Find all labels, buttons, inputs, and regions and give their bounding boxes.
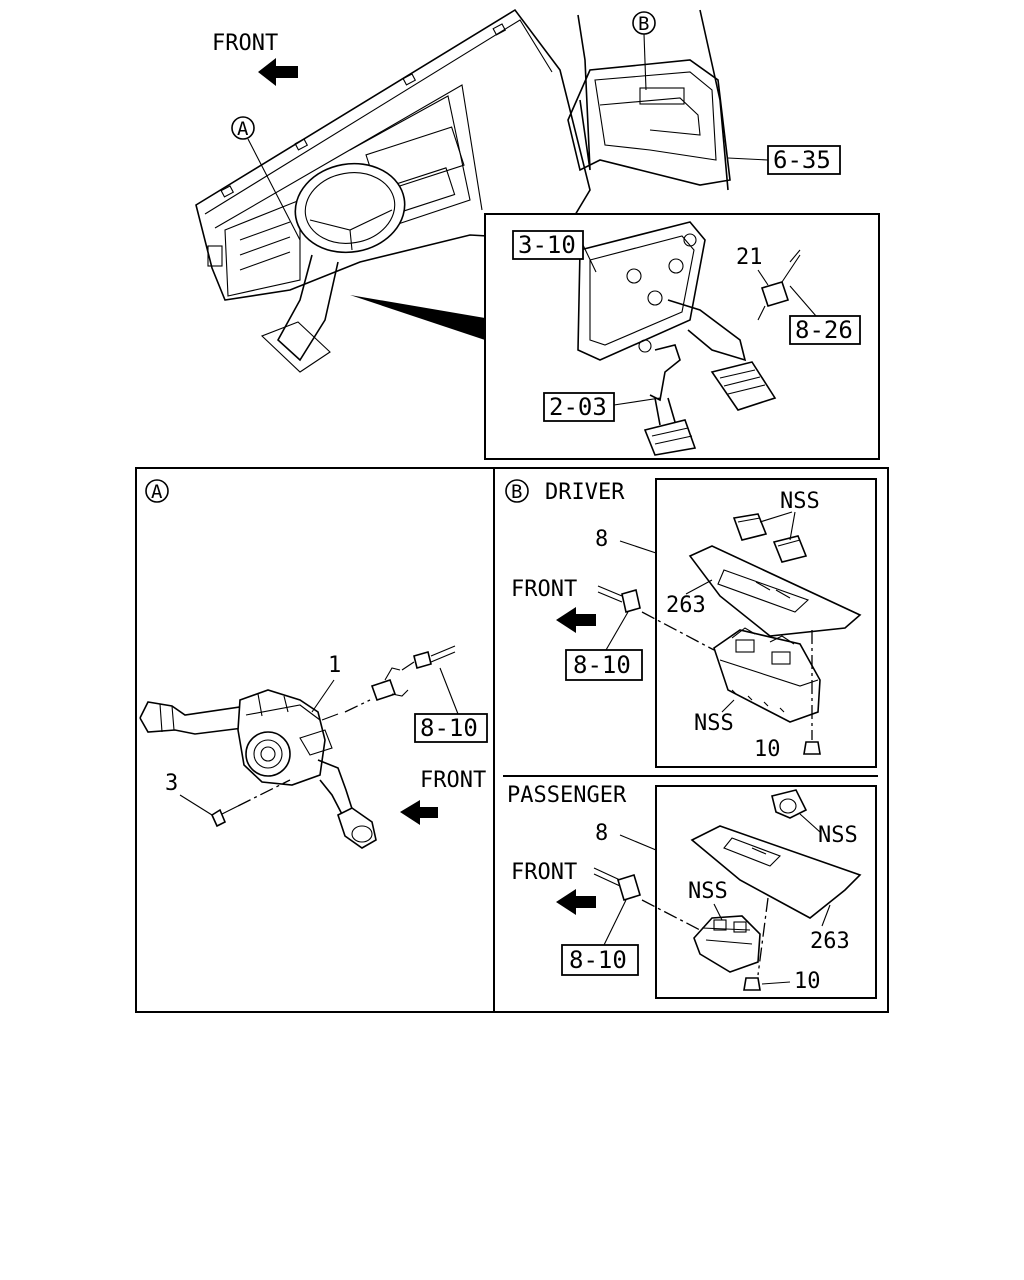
pedal-detail: 21 8-26 3-10 2-03 bbox=[484, 213, 880, 460]
panel-a-front-arrow-icon bbox=[400, 800, 438, 825]
ref-3-10: 3-10 bbox=[518, 231, 576, 259]
callout-b-label: B bbox=[638, 13, 649, 35]
ref-8-26: 8-26 bbox=[795, 316, 853, 344]
part-21-label: 21 bbox=[736, 245, 763, 270]
ref-box-2-03 bbox=[543, 392, 615, 422]
lower-frame bbox=[135, 467, 889, 1013]
passenger-part-263: 263 bbox=[810, 929, 850, 954]
ref-box-3-10 bbox=[512, 230, 584, 260]
callout-a-circle bbox=[231, 116, 255, 140]
dashboard-overview: FRONT A bbox=[195, 8, 841, 373]
driver-part-8: 8 bbox=[595, 527, 608, 552]
detail-pointer bbox=[350, 295, 485, 340]
driver-front-label: FRONT bbox=[511, 577, 577, 602]
driver-part-10: 10 bbox=[754, 737, 781, 762]
top-front-label: FRONT bbox=[212, 31, 278, 56]
panel-a-part-1: 1 bbox=[328, 653, 341, 678]
panel-a-front-label: FRONT bbox=[420, 768, 486, 793]
driver-title: DRIVER bbox=[545, 480, 625, 505]
driver-nss-top: NSS bbox=[780, 489, 820, 514]
panel-b-passenger: PASSENGER NSS 263 NSS 10 8 FRONT bbox=[507, 783, 877, 999]
panel-a-badge bbox=[145, 479, 169, 503]
passenger-nss-right: NSS bbox=[818, 823, 858, 848]
passenger-front-label: FRONT bbox=[511, 860, 577, 885]
driver-nss-bottom: NSS bbox=[694, 711, 734, 736]
ref-box-8-26 bbox=[789, 315, 861, 345]
driver-front-arrow-icon bbox=[556, 607, 596, 633]
ref-2-03: 2-03 bbox=[549, 393, 607, 421]
ref-box-driver-8-10 bbox=[565, 649, 643, 681]
passenger-ref-8-10: 8-10 bbox=[569, 946, 627, 974]
panel-b-badge-label: B bbox=[511, 481, 522, 503]
driver-ref-8-10: 8-10 bbox=[573, 651, 631, 679]
driver-inner-frame bbox=[655, 478, 877, 768]
passenger-title: PASSENGER bbox=[507, 783, 627, 808]
top-front-arrow-icon bbox=[258, 58, 298, 86]
panel-a-badge-label: A bbox=[151, 481, 163, 503]
driver-part-263: 263 bbox=[666, 593, 706, 618]
passenger-front-arrow-icon bbox=[556, 889, 596, 915]
panel-a-part-3: 3 bbox=[165, 771, 178, 796]
ref-box-passenger-8-10 bbox=[561, 944, 639, 976]
passenger-nss-left: NSS bbox=[688, 879, 728, 904]
passenger-inner-frame bbox=[655, 785, 877, 999]
passenger-part-8: 8 bbox=[595, 821, 608, 846]
panel-b-driver: B DRIVER NSS 263 NSS 10 8 bbox=[505, 478, 877, 768]
panel-b-badge bbox=[505, 479, 529, 503]
panel-a: A 1 3 8-10 bbox=[139, 479, 488, 849]
passenger-part-10: 10 bbox=[794, 969, 821, 994]
ref-6-35: 6-35 bbox=[773, 146, 831, 174]
ref-box-6-35 bbox=[767, 145, 841, 175]
panel-a-ref-8-10: 8-10 bbox=[420, 714, 478, 742]
ref-box-a-8-10 bbox=[414, 713, 488, 743]
callout-a-label: A bbox=[237, 118, 249, 140]
